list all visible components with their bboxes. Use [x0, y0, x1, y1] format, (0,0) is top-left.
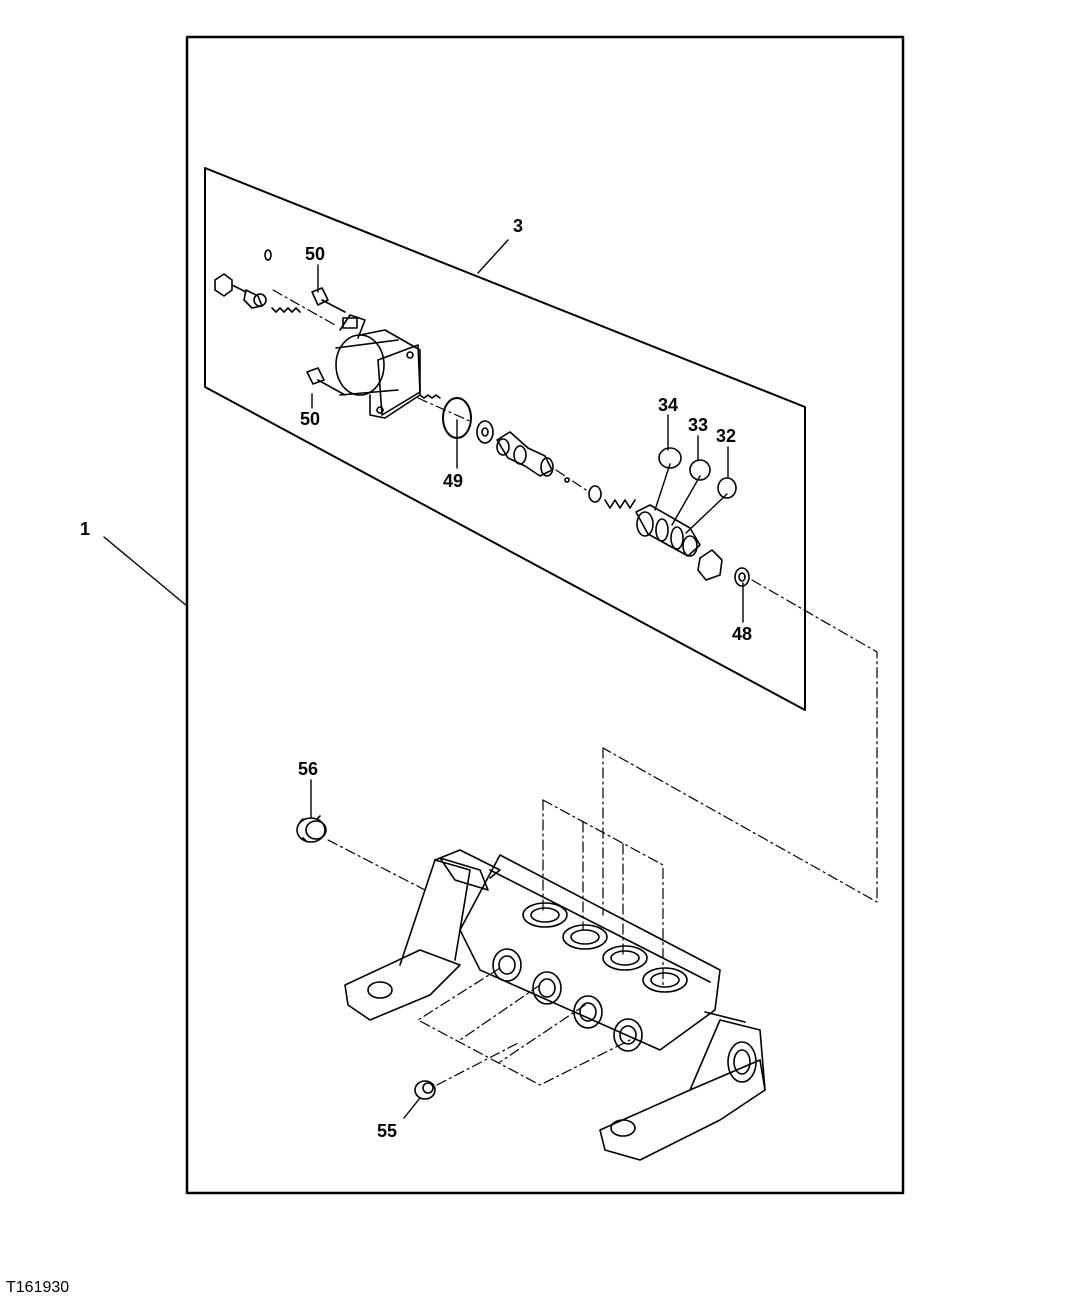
solenoid-valve-subpanel: [204, 167, 806, 711]
callout-50-top: 50: [305, 244, 325, 264]
spool-parts: [442, 397, 750, 587]
callout-50-bottom: 50: [300, 409, 320, 429]
callout-49: 49: [443, 471, 463, 491]
figure-id: T161930: [6, 1279, 69, 1296]
outer-frame: [185, 35, 905, 1195]
callout-leaders: [103, 239, 744, 1119]
callout-32: 32: [716, 426, 736, 446]
solenoid-assembly: [214, 249, 441, 419]
assembly-lines: [272, 289, 878, 1086]
plugs: [296, 815, 436, 1100]
callout-48: 48: [732, 624, 752, 644]
callout-3: 3: [513, 216, 523, 236]
valve-housing: [344, 849, 766, 1161]
callout-1: 1: [80, 519, 90, 539]
callout-33: 33: [688, 415, 708, 435]
callout-34: 34: [658, 395, 678, 415]
callout-labels: 1 3 50 50 49 34 33 32 48 56 55: [80, 216, 752, 1141]
callout-56: 56: [298, 759, 318, 779]
callout-55: 55: [377, 1121, 397, 1141]
